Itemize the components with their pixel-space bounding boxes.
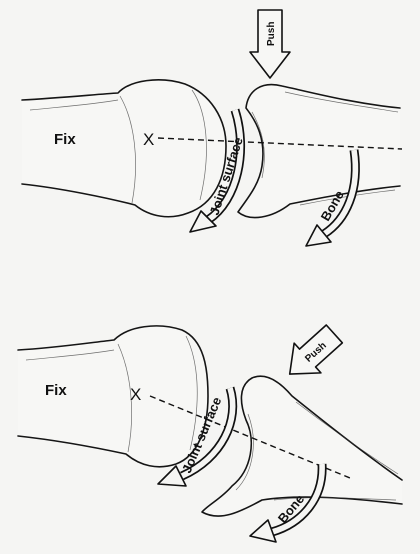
joint-surface-arrow-top <box>189 108 245 233</box>
fixed-bone-bottom <box>17 325 209 468</box>
fix-label-top: Fix <box>54 131 76 148</box>
axis-line-top <box>157 137 403 150</box>
fixed-bone-top <box>21 79 227 218</box>
panel-top: Fix X Joint surface Bone Push <box>21 9 403 247</box>
fix-label-bottom: Fix <box>45 382 67 399</box>
axis-mark-top: X <box>143 130 154 149</box>
joint-surface-arrow-bottom <box>157 386 238 487</box>
push-arrow-top <box>249 9 291 79</box>
fixed-bone-top-shading <box>29 89 207 204</box>
moving-bone-bottom <box>201 375 403 517</box>
moving-bone-bottom-shading <box>235 401 399 501</box>
fixed-bone-bottom-shading <box>25 335 198 453</box>
moving-bone-top-shading <box>251 91 399 206</box>
bone-arrow-bottom <box>249 463 327 543</box>
axis-line-bottom <box>149 395 351 479</box>
push-arrow-bottom: Push <box>288 324 344 375</box>
axis-mark-bottom: X <box>130 385 141 404</box>
bone-arrow-top <box>305 149 360 247</box>
push-label-top: Push <box>266 22 277 46</box>
moving-bone-top <box>237 83 401 219</box>
panel-bottom: Fix X Joint surface Bone Push <box>17 324 403 543</box>
